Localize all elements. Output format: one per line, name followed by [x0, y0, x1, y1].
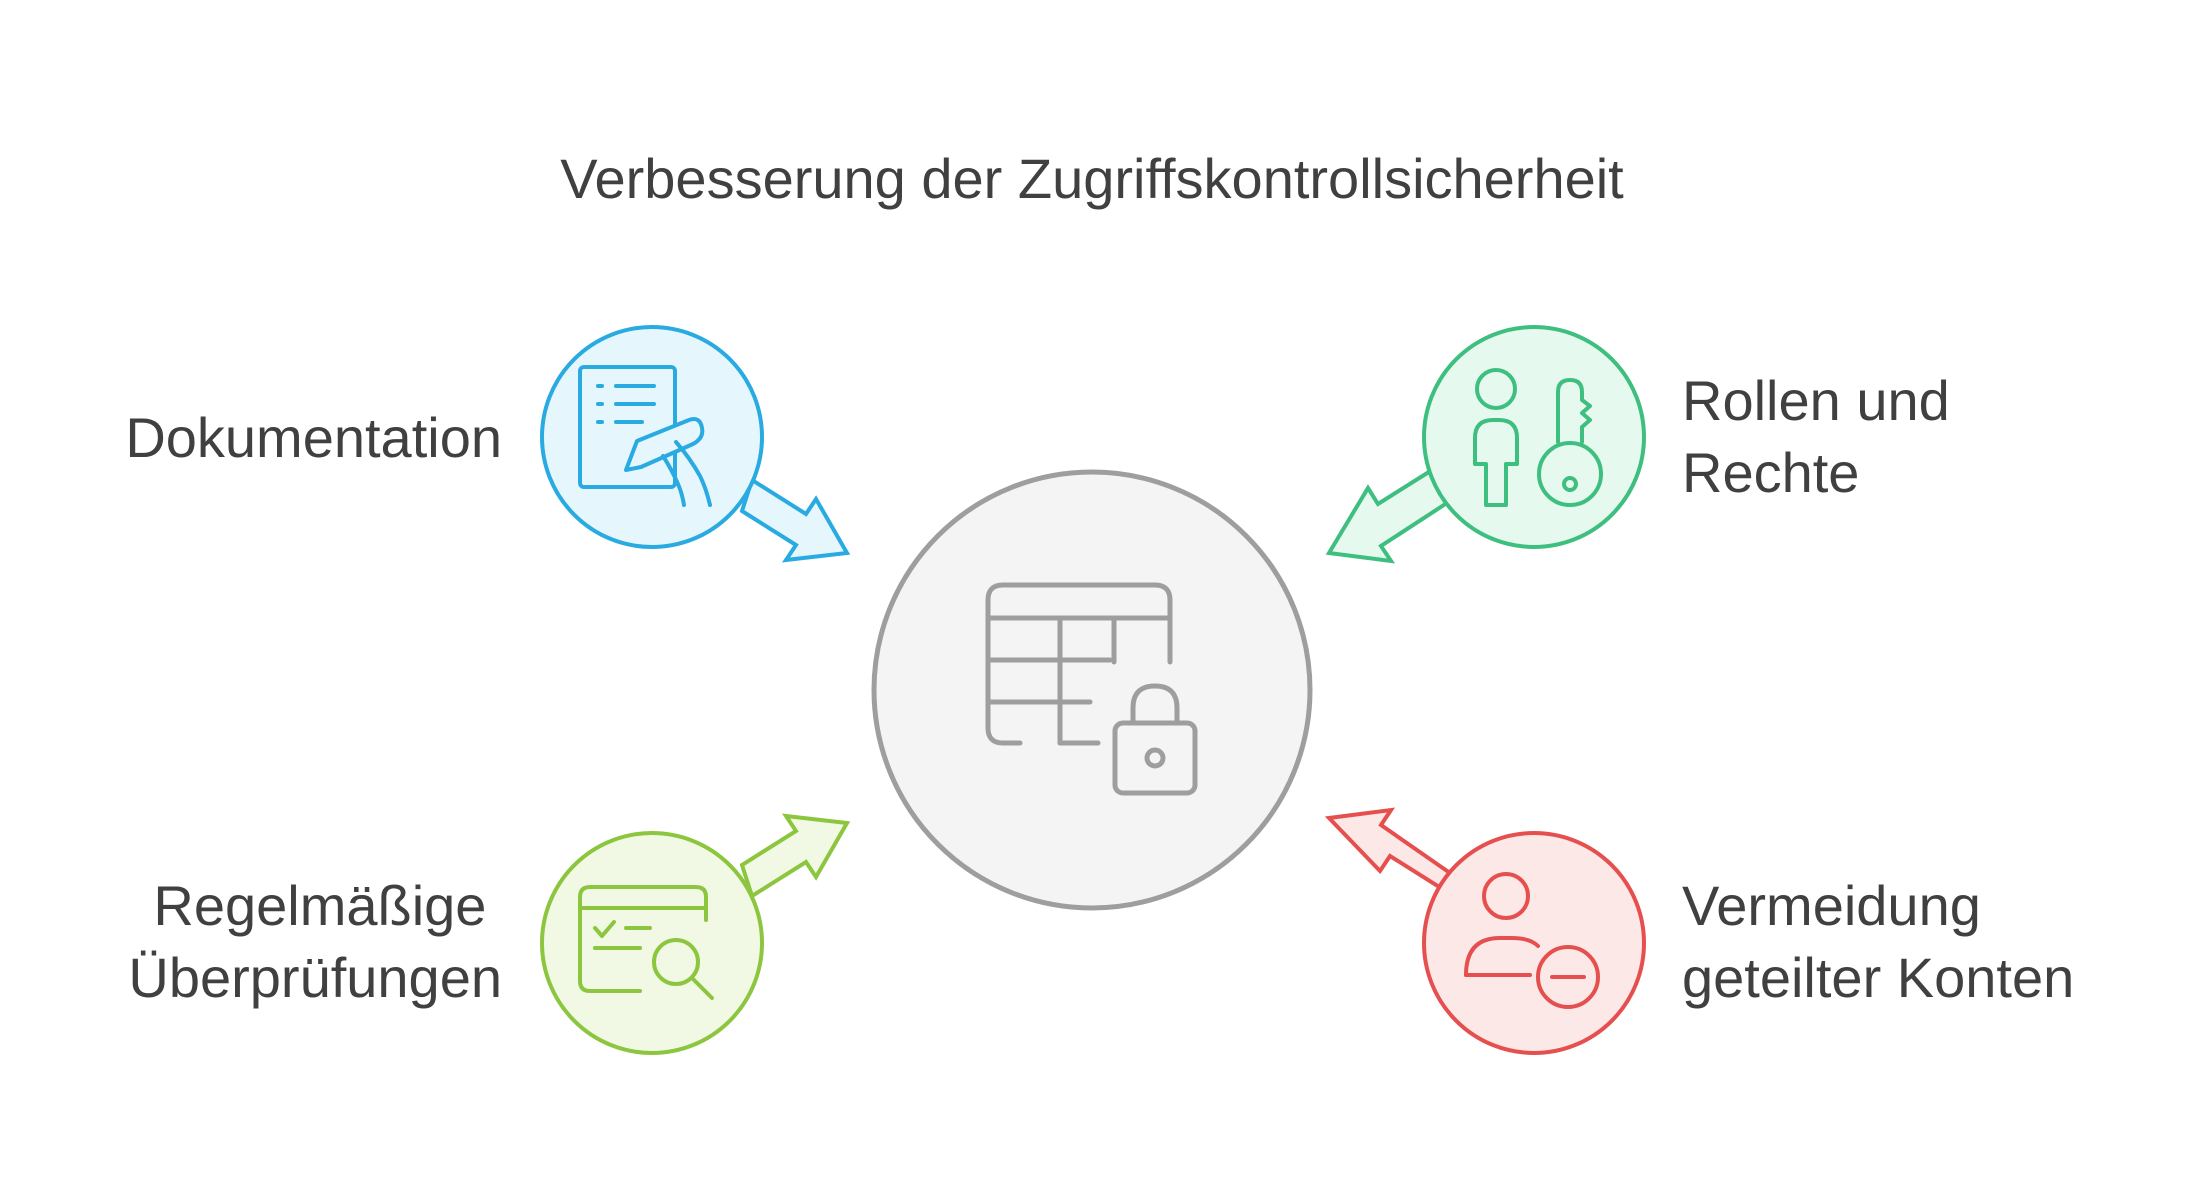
arrow-regelmaessige-ueberpruefungen — [739, 813, 851, 900]
arrow-dokumentation — [739, 476, 851, 563]
document-pen-icon — [578, 365, 712, 507]
node-vermeidung-geteilter-konten — [1422, 831, 1646, 1055]
arrow-vermeidung-geteilter-konten — [1324, 807, 1453, 894]
label-rollen-und-rechte: Rollen und Rechte — [1682, 369, 1965, 504]
browser-check-search-icon — [578, 885, 714, 1000]
user-key-icon — [1473, 368, 1603, 507]
label-dokumentation: Dokumentation — [125, 406, 502, 469]
node-regelmaessige-ueberpruefungen — [540, 831, 764, 1055]
table-lock-icon — [985, 582, 1198, 796]
diagram-title: Verbesserung der Zugriffskontrollsicherh… — [560, 147, 1624, 210]
user-remove-icon — [1464, 872, 1600, 1009]
node-dokumentation — [540, 325, 764, 549]
node-rollen-und-rechte — [1422, 325, 1646, 549]
label-vermeidung-geteilter-konten: Vermeidung geteilter Konten — [1682, 874, 2074, 1009]
center-node — [871, 469, 1313, 911]
label-regelmaessige-ueberpruefungen: Regelmäßige Überprüfungen — [128, 874, 502, 1009]
arrow-rollen-und-rechte — [1325, 467, 1453, 564]
